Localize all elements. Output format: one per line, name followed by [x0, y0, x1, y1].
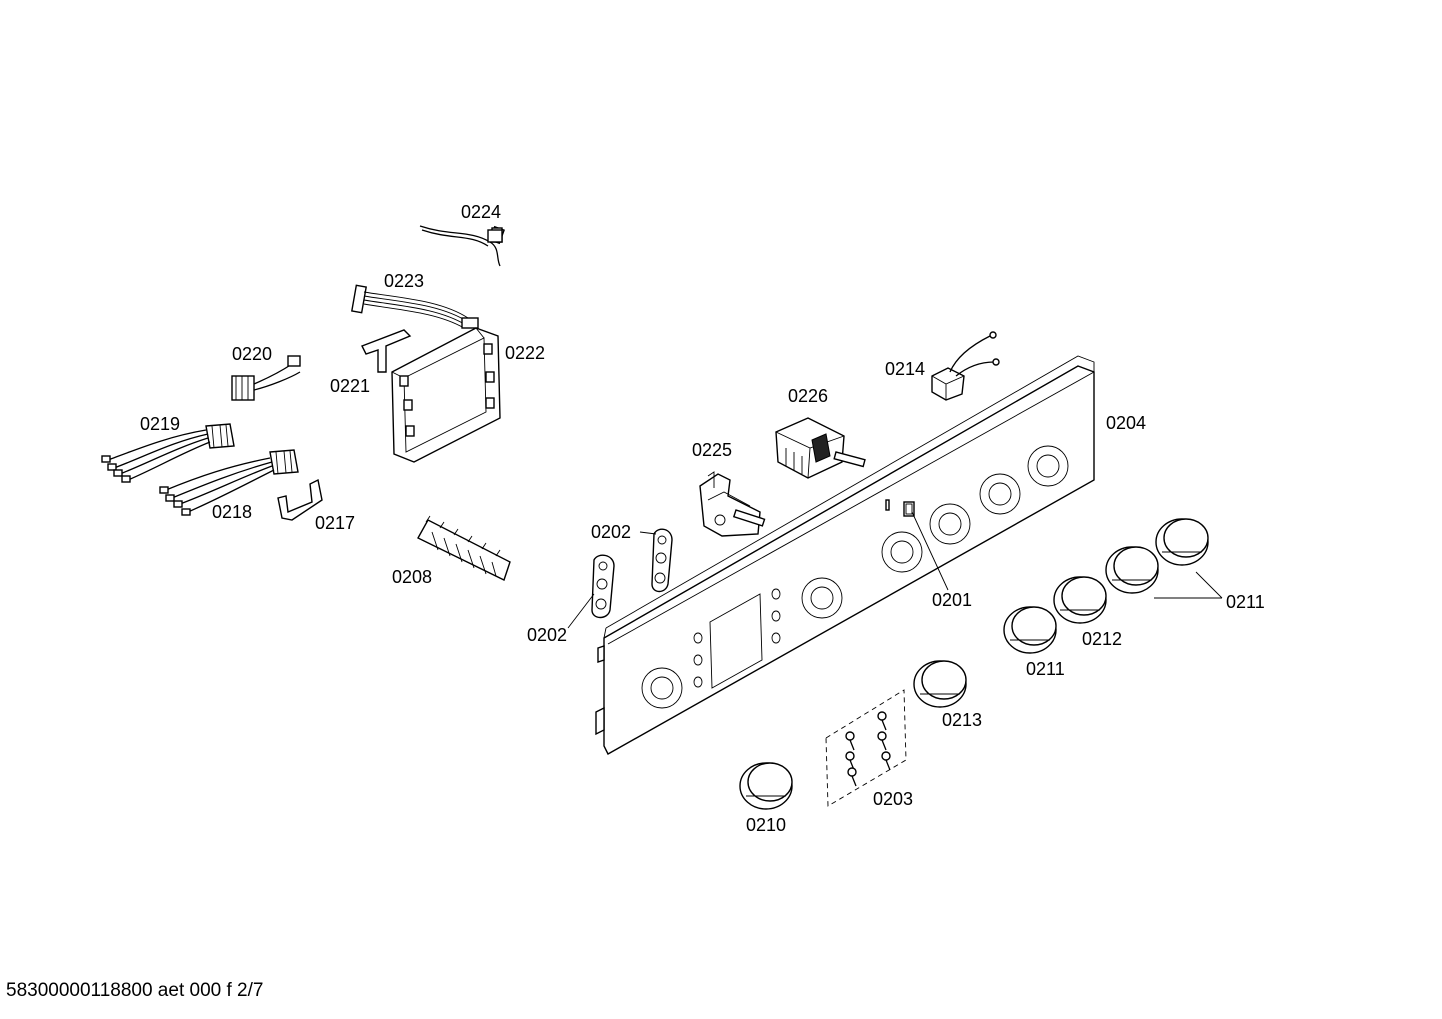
part-0219-harness [101, 423, 235, 483]
knob-0210 [739, 762, 793, 810]
label-0219: 0219 [140, 414, 180, 434]
label-0211-lower: 0211 [1026, 659, 1065, 679]
knob-0213 [913, 660, 967, 708]
label-0213: 0213 [942, 710, 982, 730]
part-0220-connector [231, 355, 301, 401]
label-0203: 0203 [873, 789, 913, 809]
knob-0211-middle [1105, 546, 1159, 594]
part-0217-clip [277, 478, 323, 521]
part-0208-terminal-block [417, 515, 511, 581]
part-0202-lower-spacer [591, 554, 615, 619]
label-0222: 0222 [505, 343, 545, 363]
label-0208: 0208 [392, 567, 432, 587]
leader-lines [567, 511, 1223, 629]
part-0222-module [391, 327, 501, 463]
label-0204: 0204 [1106, 413, 1146, 433]
label-0202-lower: 0202 [527, 625, 567, 645]
document-id-footer: 58300000118800 aet 000 f 2/7 [6, 980, 264, 1001]
label-0221: 0221 [330, 376, 370, 396]
part-0214-switch [931, 331, 1000, 401]
label-0226: 0226 [788, 386, 828, 406]
label-0218: 0218 [212, 502, 252, 522]
label-0211-right: 0211 [1226, 592, 1265, 612]
part-0201-indicator [885, 499, 915, 517]
knob-0211-upper [1155, 518, 1209, 566]
part-0225-switch [699, 471, 766, 537]
label-0201: 0201 [932, 590, 972, 610]
label-0214: 0214 [885, 359, 925, 379]
label-0210: 0210 [746, 815, 786, 835]
knob-0212 [1053, 576, 1107, 624]
label-0202-upper: 0202 [591, 522, 631, 542]
part-0202-upper-spacer [651, 528, 673, 593]
part-0224-cable [419, 225, 505, 267]
part-0221-bracket [361, 329, 412, 373]
part-0226-selector [775, 417, 866, 479]
part-0223-flat-cable [351, 284, 479, 329]
label-0217: 0217 [315, 513, 355, 533]
part-0204-control-panel [595, 355, 1095, 755]
part-0218-harness [159, 449, 299, 516]
label-0225: 0225 [692, 440, 732, 460]
part-0203-screws [825, 689, 907, 807]
label-0224: 0224 [461, 202, 501, 222]
label-0220: 0220 [232, 344, 272, 364]
knob-0211-lower [1003, 606, 1057, 654]
label-0223: 0223 [384, 271, 424, 291]
label-0212: 0212 [1082, 629, 1122, 649]
